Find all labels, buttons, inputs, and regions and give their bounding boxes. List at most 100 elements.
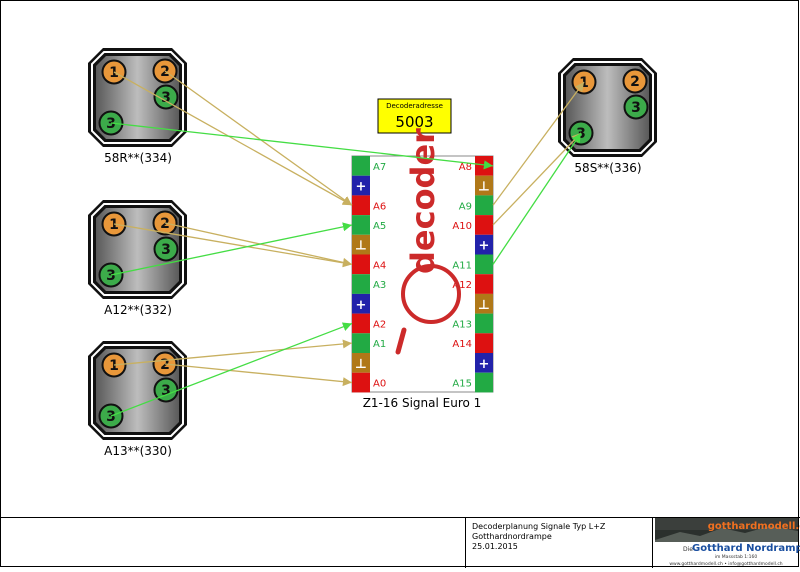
- signal-label-a13: A13**(330): [104, 444, 172, 458]
- signal-58r: 1 2 3 3 58R**(334): [88, 48, 187, 165]
- lamp-number: 1: [109, 65, 119, 81]
- pin-label-a6: A6: [373, 201, 386, 212]
- wire-a13-1: [113, 339, 353, 366]
- wire-a13-3: [110, 322, 353, 417]
- pin-label-a14: A14: [452, 339, 472, 350]
- right-pin-strip-6: [475, 274, 493, 294]
- right-pin-strip-5: [475, 254, 493, 275]
- wire-a12-1: [113, 223, 353, 268]
- wire-58r-2: [164, 70, 353, 206]
- ground-symbol: ⊥: [355, 239, 367, 254]
- pin-label-a2: A2: [373, 319, 386, 330]
- signal-lamp-2: [622, 68, 648, 94]
- left-pin-strip-0: [352, 156, 370, 176]
- pin-label-a9: A9: [459, 201, 472, 212]
- right-pin-strip-2: [475, 195, 493, 216]
- title-line-3: 25.01.2015: [472, 542, 518, 551]
- right-pin-strip-7: [475, 293, 493, 314]
- lamp-number: 1: [109, 358, 119, 374]
- left-pin-strip-8: [352, 313, 370, 334]
- pin-label-a8: A8: [459, 162, 472, 173]
- decoder-body: [351, 155, 494, 393]
- lamp-number: 3: [631, 100, 641, 116]
- right-pin-strip-3: [475, 215, 493, 235]
- plus-symbol: +: [479, 357, 490, 372]
- title-line-2: Gotthardnordrampe: [472, 532, 552, 541]
- decoder-address-box: Decoderadresse 5003: [377, 98, 452, 134]
- lamp-number: 2: [160, 357, 170, 373]
- pin-label-a15: A15: [452, 379, 472, 390]
- plus-symbol: +: [356, 298, 367, 313]
- decoder-brand-text: decoder: [404, 128, 442, 274]
- lamp-number: 2: [630, 74, 640, 90]
- wiring: [110, 70, 585, 417]
- pin-label-a1: A1: [373, 339, 386, 350]
- wire-a12-3: [110, 222, 353, 276]
- decoder-model-label: Z1-16 Signal Euro 1: [363, 396, 482, 410]
- signal-lamp-3: [153, 84, 179, 110]
- wire-58r-1: [113, 71, 353, 206]
- left-pin-strip-4: [352, 234, 370, 255]
- lamp-number: 1: [109, 217, 119, 233]
- pin-label-a5: A5: [373, 221, 386, 232]
- lamp-number: 3: [106, 268, 116, 284]
- right-pin-strip-10: [475, 353, 493, 373]
- plus-symbol: +: [356, 180, 367, 195]
- right-pin-strip-8: [475, 313, 493, 334]
- logo-scale: im Massstab 1:160: [715, 554, 758, 560]
- signal-lamp-3: [623, 94, 649, 120]
- left-pin-strip-5: [352, 254, 370, 275]
- signal-label-58s: 58S**(336): [574, 161, 641, 175]
- pin-label-a11: A11: [452, 260, 472, 271]
- wire-58r-3: [110, 122, 494, 170]
- decoder-address-value: 5003: [395, 113, 433, 131]
- lamp-number: 3: [161, 242, 171, 258]
- lamp-number: 2: [160, 216, 170, 232]
- q-decoder-logo: decoder: [395, 128, 461, 355]
- pin-label-a13: A13: [452, 319, 472, 330]
- left-pin-strip-2: [352, 195, 370, 216]
- plus-symbol: +: [479, 239, 490, 254]
- pin-label-a7: A7: [373, 162, 386, 173]
- wire-58s-1: [492, 81, 585, 206]
- title-block: Decoderplanung Signale Typ L+Z Gotthardn…: [0, 517, 800, 568]
- ground-symbol: ⊥: [355, 357, 367, 372]
- gotthardmodell-logo: gotthardmodell.ch Die Gotthard Nordrampe…: [655, 518, 800, 567]
- lamp-number: 3: [106, 409, 116, 425]
- left-pin-strip-7: [352, 293, 370, 314]
- pin-label-a12: A12: [452, 280, 472, 291]
- lamp-number: 3: [106, 116, 116, 132]
- pin-label-a3: A3: [373, 280, 386, 291]
- lamp-number: 3: [161, 383, 171, 399]
- left-pin-strip-11: [352, 372, 370, 393]
- left-pin-strip-10: [352, 353, 370, 373]
- right-pin-strip-11: [475, 372, 493, 393]
- left-pin-strip-1: [352, 175, 370, 196]
- decoder-board: A7+A6A5⊥A4A3+A2A1⊥A0A8⊥A9A10+A11A12⊥A13A…: [351, 128, 494, 410]
- signal-label-a12: A12**(332): [104, 303, 172, 317]
- right-pin-strip-1: [475, 175, 493, 196]
- decoder-pin-strips: A7+A6A5⊥A4A3+A2A1⊥A0A8⊥A9A10+A11A12⊥A13A…: [352, 156, 493, 393]
- pin-label-a10: A10: [452, 221, 472, 232]
- ground-symbol: ⊥: [478, 298, 490, 313]
- pin-label-a4: A4: [373, 260, 386, 271]
- logo-name: Gotthard Nordrampe: [692, 543, 800, 554]
- signal-lamp-3: [153, 236, 179, 262]
- lamp-number: 2: [160, 64, 170, 80]
- wire-58s-3: [492, 132, 582, 265]
- wire-58s-2: [492, 132, 582, 226]
- left-pin-strip-6: [352, 274, 370, 294]
- signal-label-58r: 58R**(334): [104, 151, 172, 165]
- decoder-address-label: Decoderadresse: [386, 102, 443, 110]
- wire-a13-2: [164, 363, 353, 387]
- ground-symbol: ⊥: [478, 180, 490, 195]
- lamp-number: 3: [161, 90, 171, 106]
- logo-contact: www.gotthardmodell.ch • info@gotthardmod…: [669, 561, 782, 567]
- right-pin-strip-4: [475, 234, 493, 255]
